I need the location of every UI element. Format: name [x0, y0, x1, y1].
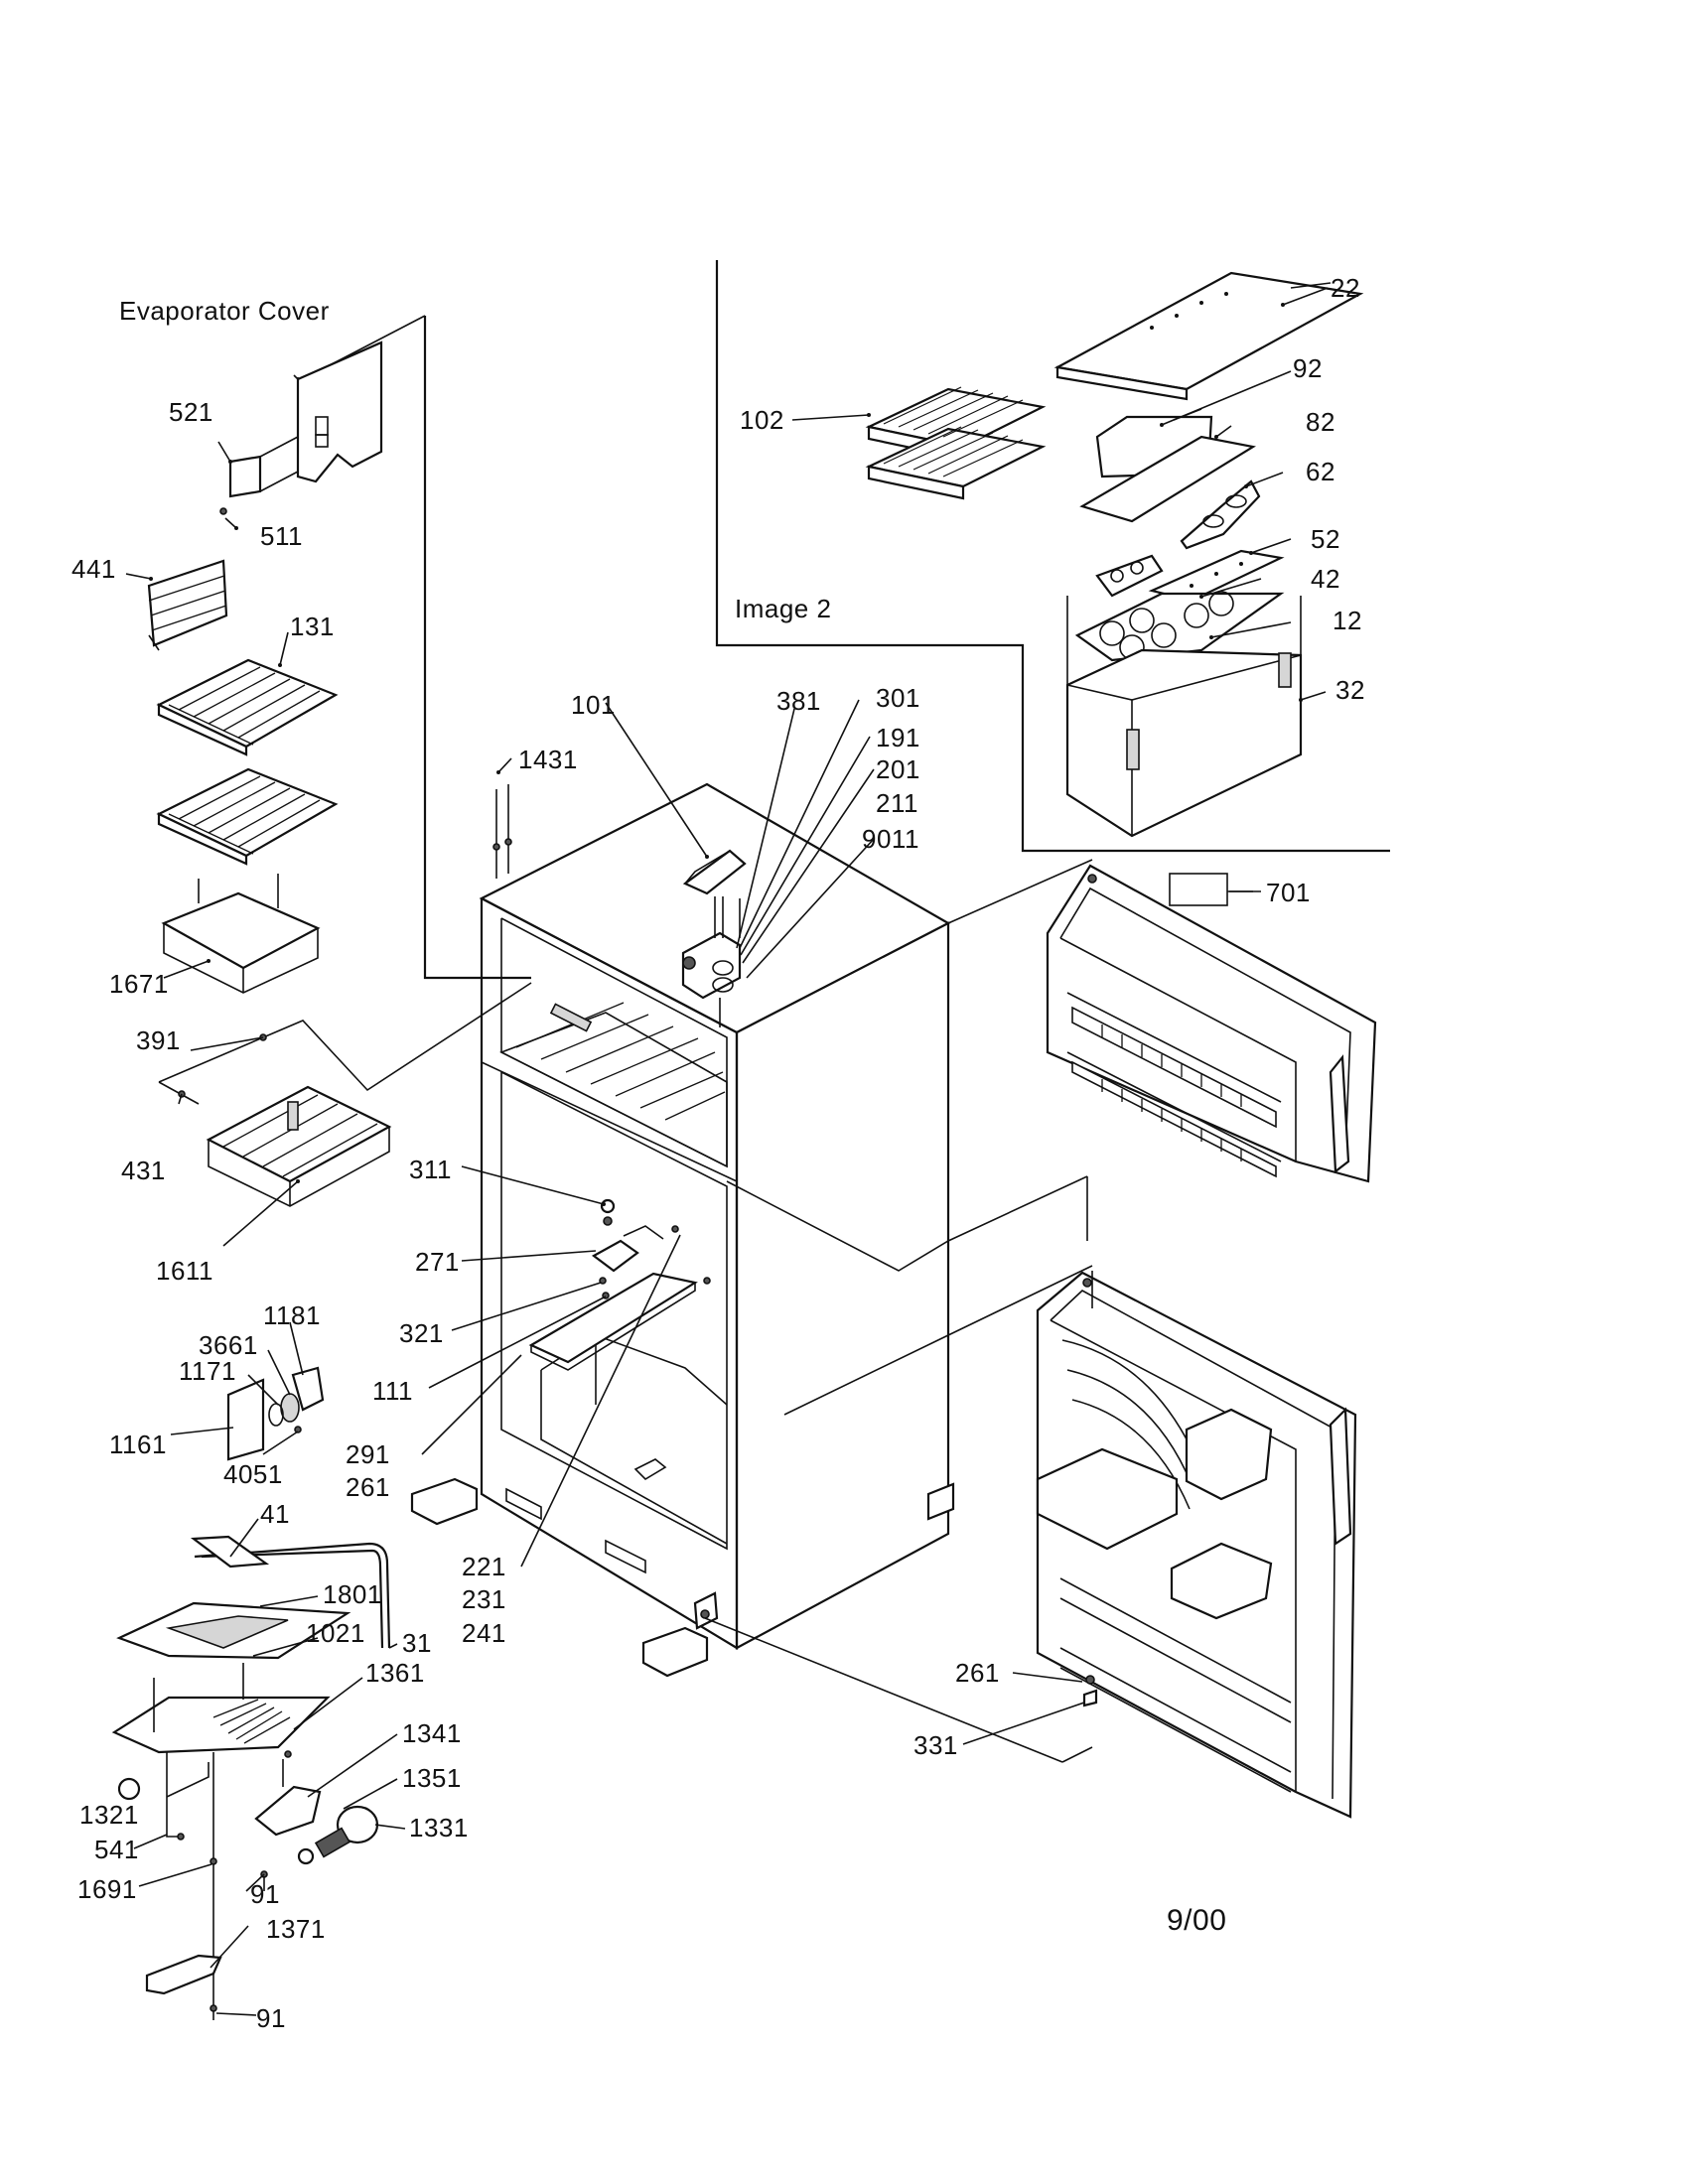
callout-231: 231 — [462, 1584, 506, 1614]
callout-291: 291 — [346, 1439, 390, 1469]
door-shelf-22 — [1053, 271, 1364, 401]
evaporator-cover-heading: Evaporator Cover — [119, 296, 330, 326]
callout-311: 311 — [409, 1155, 452, 1184]
callout-9011: 9011 — [862, 824, 919, 854]
rear-guard-441 — [147, 559, 228, 651]
callout-31: 31 — [402, 1628, 432, 1658]
callout-261-left: 261 — [346, 1472, 390, 1502]
callout-441: 441 — [71, 554, 116, 584]
callout-42: 42 — [1311, 564, 1340, 594]
callout-1341: 1341 — [402, 1718, 462, 1748]
image-2-heading: Image 2 — [735, 594, 832, 623]
refrigerator-cabinet — [410, 782, 955, 1678]
duct-grille-1021 — [111, 1663, 331, 1754]
callout-3661: 3661 — [199, 1330, 258, 1360]
light-cover-521 — [219, 436, 299, 515]
center-hinge-parts — [528, 1198, 711, 1371]
callout-321: 321 — [399, 1318, 444, 1348]
damper-control-1161 — [226, 1366, 325, 1461]
foot-pedal-1371 — [145, 1954, 222, 1995]
knob-1321 — [117, 1777, 141, 1801]
callout-52: 52 — [1311, 524, 1340, 554]
callout-91-lower: 91 — [256, 2003, 286, 2033]
door-bin-92-82 — [1079, 408, 1256, 523]
screw-91-lower — [210, 2004, 217, 2020]
top-hinge-cover-101 — [682, 849, 747, 895]
callout-131: 131 — [290, 612, 335, 641]
light-bulb-1331 — [297, 1805, 379, 1865]
callout-1351: 1351 — [402, 1763, 462, 1793]
callout-82: 82 — [1306, 407, 1335, 437]
wire-basket-1671 — [161, 874, 321, 994]
callout-1371: 1371 — [266, 1914, 326, 1944]
callout-62: 62 — [1306, 457, 1335, 486]
freezer-shelf-131-upper — [156, 658, 339, 756]
door-bin-32 — [1065, 596, 1303, 838]
callout-12: 12 — [1333, 606, 1362, 635]
light-socket-1341 — [254, 1750, 322, 1837]
wire-shelf-1611 — [178, 1033, 392, 1207]
callout-1021: 1021 — [306, 1618, 365, 1648]
duct-cover-1801 — [116, 1601, 351, 1660]
callout-261-right: 261 — [955, 1658, 1000, 1688]
wire-harness-31 — [194, 1542, 391, 1649]
callout-1161: 1161 — [109, 1430, 167, 1459]
callout-191: 191 — [876, 723, 920, 752]
callout-41: 41 — [260, 1499, 290, 1529]
leader-arrowheads — [149, 303, 1303, 1206]
callout-701: 701 — [1266, 878, 1311, 907]
egg-holder-12 — [1074, 591, 1285, 662]
callout-92: 92 — [1293, 353, 1323, 383]
image-2-group-bracket — [715, 260, 1390, 853]
callout-1171: 1171 — [179, 1356, 236, 1386]
bottom-hinge-parts — [1082, 1675, 1098, 1707]
callout-4051: 4051 — [223, 1459, 283, 1489]
callout-22: 22 — [1331, 273, 1360, 303]
insulation-strip-41 — [190, 1535, 270, 1569]
callout-1331: 1331 — [409, 1813, 469, 1843]
freezer-shelf-lower — [156, 767, 339, 866]
date-code: 9/00 — [1167, 1904, 1227, 1937]
callout-201: 201 — [876, 754, 920, 784]
callout-1431: 1431 — [518, 745, 578, 774]
ice-trays-102 — [865, 386, 1047, 500]
callout-102: 102 — [740, 405, 784, 435]
callout-1671: 1671 — [109, 969, 169, 999]
callout-1611: 1611 — [156, 1256, 213, 1286]
evaporator-cover-panel — [296, 341, 383, 483]
callout-241: 241 — [462, 1618, 506, 1648]
hanger-bracket-541 — [166, 1752, 210, 1841]
callout-101: 101 — [571, 690, 616, 720]
hinge-assembly-301 — [681, 896, 742, 1027]
callout-211: 211 — [876, 788, 918, 818]
door-assembly-lines — [704, 859, 1093, 1763]
callout-1321: 1321 — [79, 1800, 139, 1830]
freezer-door — [1046, 864, 1377, 1183]
fresh-food-door — [1036, 1271, 1357, 1819]
callout-301: 301 — [876, 683, 920, 713]
callout-221: 221 — [462, 1552, 506, 1581]
callout-431: 431 — [121, 1156, 166, 1185]
screws-1431 — [492, 784, 512, 879]
callout-511: 511 — [260, 521, 303, 551]
egg-tray-62 — [1180, 479, 1261, 550]
callout-391: 391 — [136, 1025, 181, 1055]
callout-1361: 1361 — [365, 1658, 425, 1688]
callout-91-upper: 91 — [250, 1879, 280, 1909]
callout-271: 271 — [415, 1247, 460, 1277]
callout-1691: 1691 — [77, 1874, 137, 1904]
callout-32: 32 — [1335, 675, 1365, 705]
callout-381: 381 — [776, 686, 821, 716]
callout-1801: 1801 — [323, 1579, 382, 1609]
callout-111: 111 — [372, 1376, 414, 1406]
callout-331: 331 — [913, 1730, 958, 1760]
callout-1181: 1181 — [263, 1300, 321, 1330]
callout-521: 521 — [169, 397, 213, 427]
leader-lines — [125, 287, 1329, 2016]
callout-541: 541 — [94, 1835, 139, 1864]
